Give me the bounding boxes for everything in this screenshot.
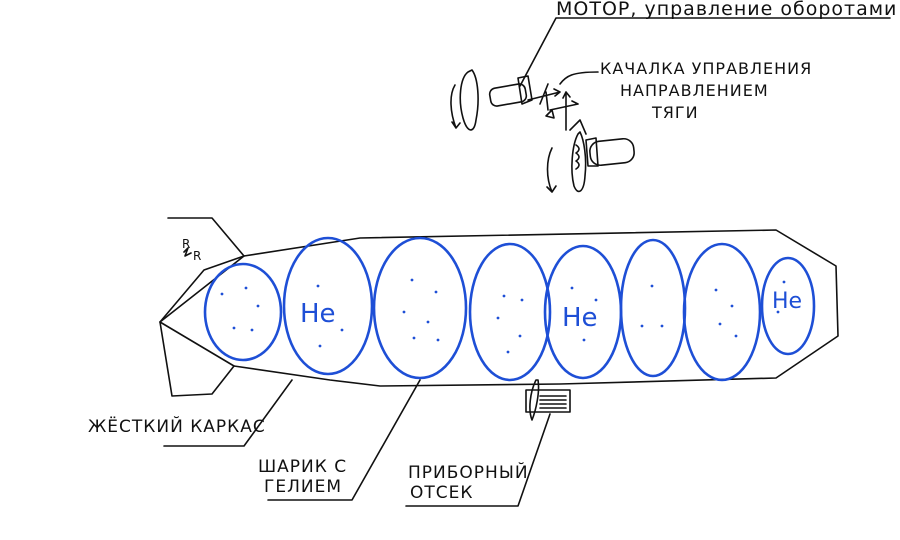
balloon-2 — [282, 236, 374, 376]
lower-propeller-coil — [575, 144, 580, 170]
motor-pointer — [519, 17, 891, 87]
frame-label: ЖЁСТКИЙ КАРКАС — [88, 415, 266, 437]
upper-propeller — [459, 69, 479, 131]
lower-tail-fin — [159, 321, 235, 397]
upper-rotation-arrow — [450, 84, 461, 129]
instrument-label-line2: ОТСЕК — [410, 483, 473, 503]
rocker-label-line2: НАПРАВЛЕНИЕМ — [620, 81, 769, 100]
lower-rotation-arrow — [546, 147, 557, 193]
balloon-4 — [468, 242, 552, 382]
rocker-axis-2 — [549, 91, 579, 131]
he-label-2: He — [562, 303, 598, 333]
balloon-6 — [619, 238, 687, 378]
instrument-compartment — [525, 379, 571, 421]
rocker-label-line3: ТЯГИ — [651, 103, 699, 122]
instrument-propeller — [529, 379, 540, 421]
lower-motor-mount — [585, 137, 599, 167]
balloon-3 — [372, 236, 468, 380]
tail-lightning-icon — [183, 247, 192, 257]
upper-motor — [488, 83, 528, 107]
balloon-label-line2: ГЕЛИЕМ — [264, 477, 342, 497]
instrument-box — [525, 389, 571, 413]
rocker-pointer — [559, 71, 599, 85]
upper-tail-fin — [159, 217, 245, 323]
rocker-axis-1 — [527, 83, 561, 111]
motor-label: МОТОР, управление оборотами — [556, 0, 897, 20]
airship-hull — [159, 217, 839, 397]
tail-mark-bottom: R — [193, 249, 202, 263]
balloon-8 — [760, 256, 816, 356]
balloon-dots — [220, 278, 786, 354]
rocker-link — [569, 119, 587, 135]
instrument-hatching — [539, 395, 567, 409]
balloon-pointer — [267, 379, 421, 501]
hull-outline — [233, 229, 839, 387]
tail-mark-top: R — [182, 237, 191, 251]
motor-assembly — [450, 17, 891, 193]
he-label-3: He — [772, 289, 802, 314]
balloon-1 — [203, 262, 283, 362]
helium-balloons: He He He — [203, 236, 816, 382]
rocker-label-line1: КАЧАЛКА УПРАВЛЕНИЯ — [600, 59, 812, 78]
rocker-pivot — [545, 109, 555, 119]
balloon-label-line1: ШАРИК С — [258, 457, 347, 477]
balloon-7 — [682, 242, 762, 382]
frame-pointer — [163, 379, 293, 447]
he-label-1: He — [300, 299, 336, 329]
instrument-pointer — [405, 413, 551, 507]
lower-propeller — [571, 131, 587, 193]
lower-motor — [589, 137, 635, 167]
instrument-label-line1: ПРИБОРНЫЙ — [408, 461, 529, 483]
